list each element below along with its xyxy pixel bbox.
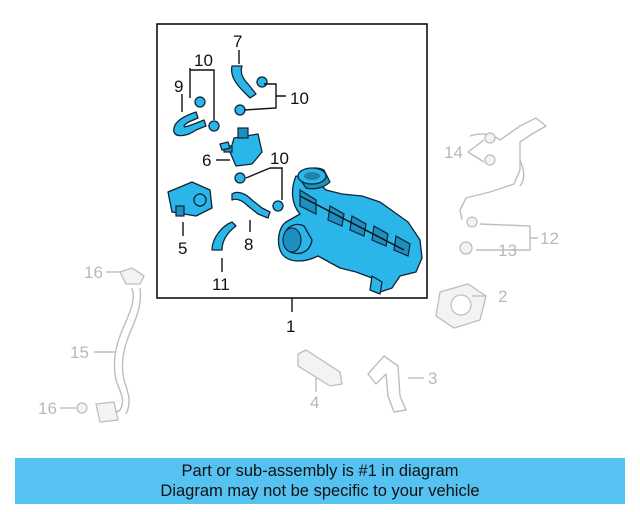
callout-1: 1	[286, 317, 295, 336]
hose-11[interactable]	[211, 221, 237, 251]
heat-shield-4	[297, 349, 343, 387]
callout-11: 11	[212, 275, 230, 294]
coolant-line-15-16	[76, 267, 145, 423]
callout-labels: 1 2 3 4 5 6 7 8 9 10 10 10 11 12 13 14 1…	[38, 32, 559, 418]
bolt-6[interactable]	[219, 141, 231, 151]
callout-16-b: 16	[38, 399, 57, 418]
callout-14: 14	[444, 143, 463, 162]
hose-8[interactable]	[231, 191, 271, 219]
bracket-3	[367, 355, 407, 413]
gasket-2	[435, 283, 487, 329]
callout-3: 3	[428, 369, 437, 388]
callout-10-c: 10	[270, 149, 289, 168]
callout-13: 13	[498, 241, 517, 260]
leader-lines	[60, 50, 538, 409]
callout-4: 4	[310, 393, 319, 412]
callout-10-b: 10	[290, 89, 309, 108]
callout-6: 6	[202, 151, 211, 170]
oil-line-12-14	[459, 117, 547, 255]
callout-2: 2	[498, 287, 507, 306]
banner-line-1: Part or sub-assembly is #1 in diagram	[181, 462, 459, 480]
actuator-5[interactable]	[167, 181, 213, 217]
hose-7[interactable]	[230, 65, 257, 99]
callout-16-a: 16	[84, 263, 103, 282]
callout-5: 5	[178, 239, 187, 258]
callout-10-a: 10	[194, 51, 213, 70]
clamp-10-group[interactable]	[194, 76, 284, 212]
hose-9[interactable]	[173, 111, 207, 137]
callout-9: 9	[174, 77, 183, 96]
callout-7: 7	[233, 32, 242, 51]
callout-12: 12	[540, 229, 559, 248]
callout-15: 15	[70, 343, 89, 362]
callout-8: 8	[244, 235, 253, 254]
turbocharger-assembly[interactable]	[277, 167, 423, 295]
info-banner: Part or sub-assembly is #1 in diagram Di…	[15, 458, 625, 504]
banner-line-2: Diagram may not be specific to your vehi…	[160, 482, 480, 500]
